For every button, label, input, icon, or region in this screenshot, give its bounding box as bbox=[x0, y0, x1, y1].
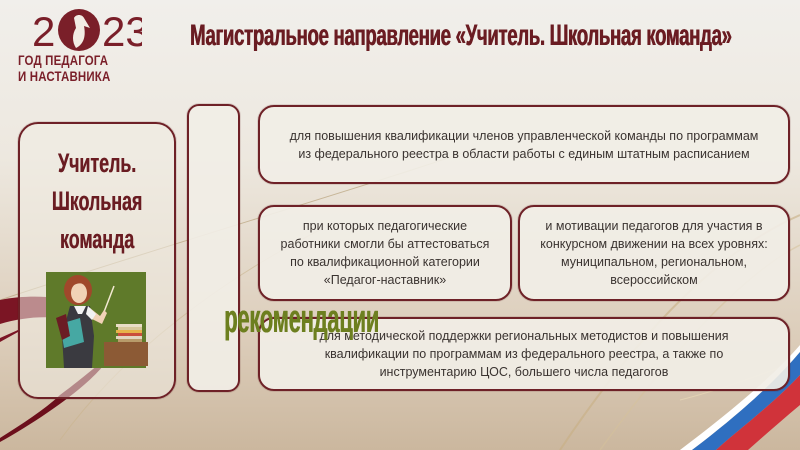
recommendation-card-management-training: для повышения квалификации членов управл… bbox=[258, 105, 790, 184]
recommendations-label: рекомендации bbox=[224, 297, 379, 341]
topic-title: Учитель. Школьная команда bbox=[46, 144, 148, 258]
logo-caption-line-2: И НАСТАВНИКА bbox=[18, 68, 111, 84]
connector-bracket bbox=[187, 104, 240, 392]
recommendation-text: для повышения квалификации членов управл… bbox=[289, 128, 759, 161]
logo-caption-line-1: ГОД ПЕДАГОГА bbox=[18, 52, 109, 68]
recommendation-text: при которых педагогические работники смо… bbox=[280, 219, 490, 287]
pelican-icon: 2 23 bbox=[32, 8, 142, 52]
svg-text:2: 2 bbox=[32, 8, 55, 52]
logo: 2 23 ГОД ПЕДАГОГА И НАСТАВНИКА bbox=[14, 6, 154, 88]
logo-caption: ГОД ПЕДАГОГА И НАСТАВНИКА bbox=[18, 52, 110, 84]
recommendation-text: и мотивации педагогов для участия в конк… bbox=[540, 219, 768, 287]
teacher-illustration bbox=[46, 272, 148, 368]
recommendation-card-competitions: и мотивации педагогов для участия в конк… bbox=[518, 205, 790, 301]
topic-title-line-3: команда bbox=[59, 224, 135, 254]
topic-title-line-2: Школьная bbox=[51, 186, 143, 216]
page-title: Магистральное направление «Учитель. Школ… bbox=[190, 19, 732, 52]
recommendation-card-certification: при которых педагогические работники смо… bbox=[258, 205, 512, 301]
svg-text:23: 23 bbox=[102, 8, 142, 52]
recommendation-text: для методической поддержки региональных … bbox=[319, 329, 729, 379]
topic-title-line-1: Учитель. bbox=[57, 148, 137, 178]
recommendation-card-methodologists: для методической поддержки региональных … bbox=[258, 317, 790, 391]
